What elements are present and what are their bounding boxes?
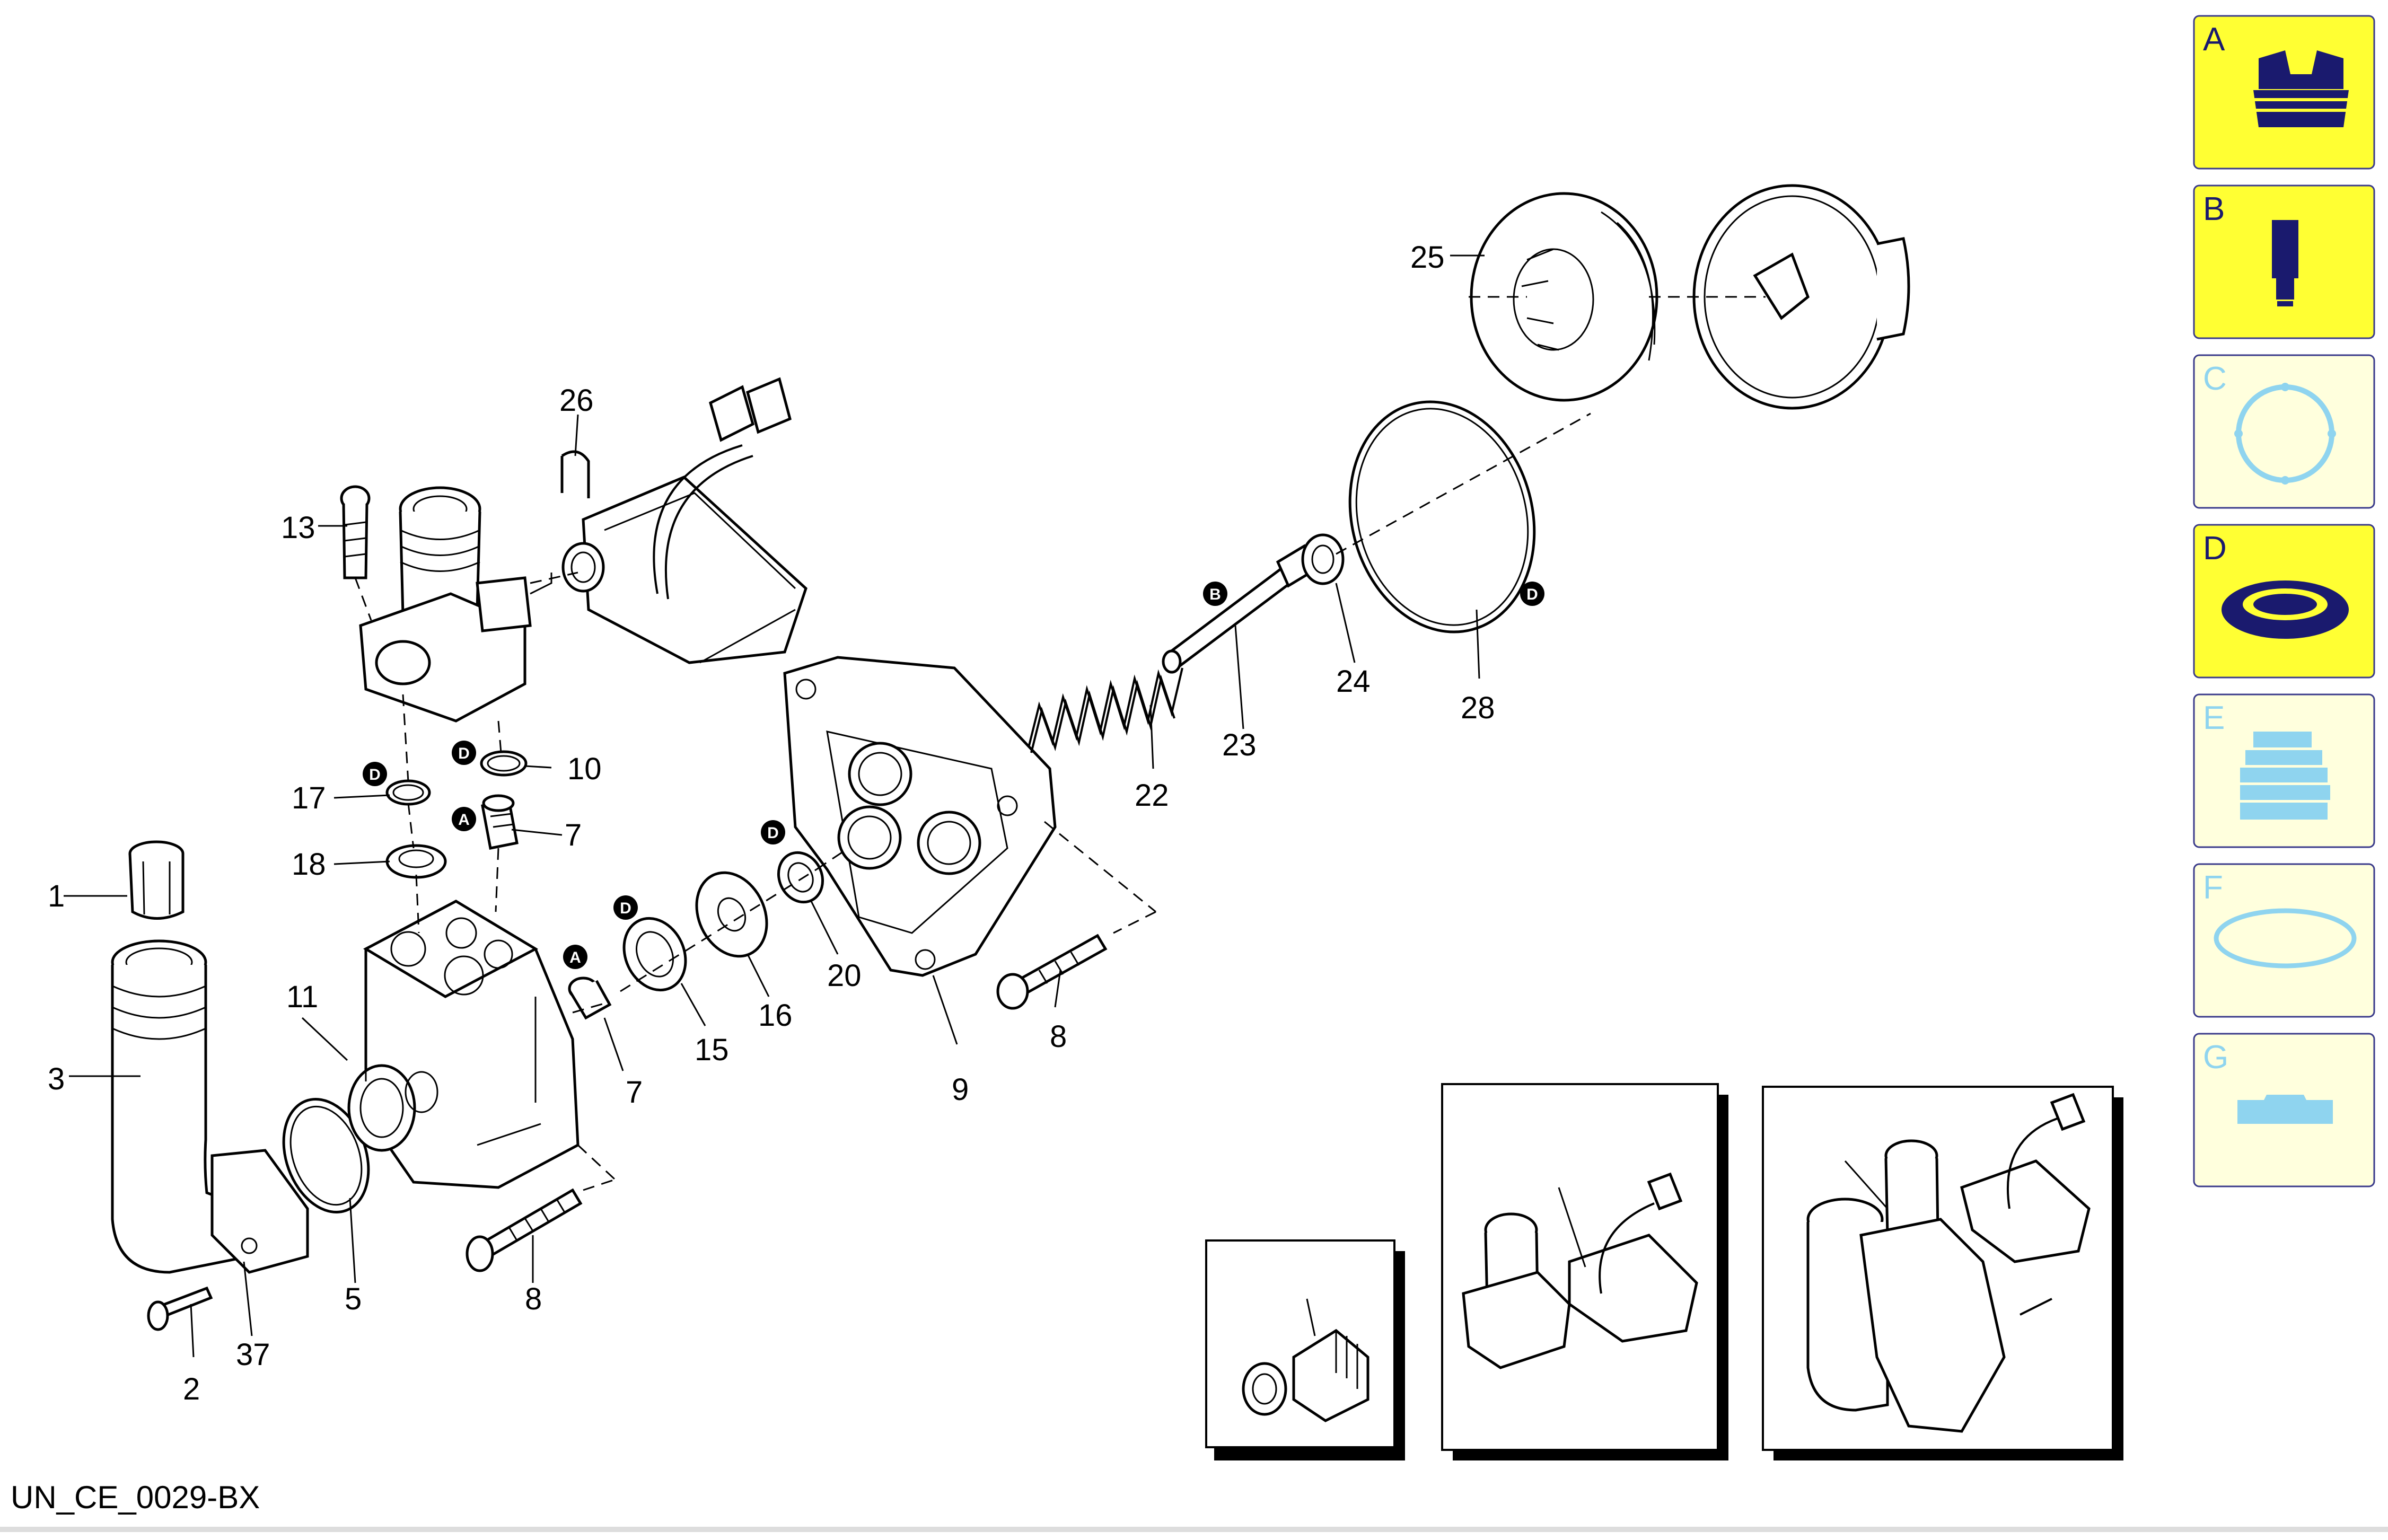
callout-15: 15 [695,1033,729,1067]
callout-5: 5 [345,1282,362,1316]
callout-2: 2 [183,1372,200,1406]
part-24-seal[interactable] [1301,533,1345,585]
callout-7-upper: 7 [565,818,582,852]
part-16-washer[interactable] [683,861,780,967]
pin-icon [2272,220,2298,306]
inset-14[interactable] [1441,1083,1728,1460]
part-22-spring[interactable] [1028,667,1183,753]
connector-icon [2253,50,2349,127]
callout-18: 18 [292,847,326,882]
callout-3: 3 [48,1062,65,1096]
svg-text:C: C [2203,360,2227,397]
svg-text:D: D [369,766,381,784]
svg-text:D: D [1526,586,1538,603]
kit-marker-a-lower: A [563,945,587,969]
part-13-bolt[interactable] [340,485,371,579]
kit-marker-a-upper: A [452,807,476,831]
block-icon [2237,1095,2333,1124]
part-3-elbow-pipe[interactable] [111,939,309,1274]
callout-11: 11 [286,980,318,1014]
part-17-o-ring[interactable] [385,779,431,806]
part-10-o-ring[interactable] [480,750,528,777]
part-1-strainer[interactable] [128,840,185,920]
callout-7-lower: 7 [626,1075,643,1110]
kit-button-e[interactable]: E [2193,693,2375,848]
part-2-bolt[interactable] [147,1286,213,1331]
inset-33[interactable] [1762,1086,2123,1460]
assembly-guide-lines [354,296,1766,1191]
part-pump-body[interactable] [347,900,580,1189]
callout-16: 16 [758,998,793,1033]
part-housing-upper[interactable] [359,486,552,723]
seal-ring-icon [2222,580,2349,639]
svg-text:B: B [2203,191,2225,227]
callout-10: 10 [567,752,602,786]
part-26-clip[interactable] [560,450,590,498]
kit-markers: A A B D D D D D [363,582,1544,969]
kit-button-c[interactable]: C [2193,354,2375,509]
gasket-icon [2214,908,2357,969]
kit-button-d[interactable]: D [2193,524,2375,679]
part-18-seal[interactable] [385,844,447,879]
bellows-icon [2240,732,2330,820]
kit-marker-d-28: D [1520,582,1544,606]
svg-text:B: B [1209,586,1221,603]
callout-23: 23 [1222,728,1257,762]
svg-text:E: E [2203,700,2225,736]
callout-13: 13 [281,511,315,545]
svg-text:D: D [458,745,470,762]
kit-button-g[interactable]: G [2193,1033,2375,1187]
kit-marker-b: B [1203,582,1227,606]
part-5-o-ring[interactable] [269,1087,383,1224]
kit-marker-d-15: D [613,895,638,920]
svg-text:D: D [767,824,779,842]
leader-lines [64,254,1485,1358]
svg-text:A: A [2203,21,2225,58]
part-28-o-ring[interactable] [1325,381,1559,653]
svg-text:D: D [620,900,631,917]
callout-25: 25 [1410,240,1445,275]
part-8-bolt-upper[interactable] [996,934,1108,1010]
kit-marker-d-17: D [363,762,387,786]
svg-text:A: A [569,949,581,966]
part-23-piston[interactable] [1162,544,1317,674]
callout-20: 20 [827,958,862,993]
callout-24: 24 [1336,664,1371,699]
svg-text:D: D [2203,530,2227,567]
part-15-seal[interactable] [613,908,697,1000]
callout-28: 28 [1461,691,1495,725]
svg-text:G: G [2203,1039,2228,1076]
kit-button-f[interactable]: F [2193,863,2375,1018]
inset-30[interactable] [1205,1239,1405,1460]
footer-divider [0,1527,2388,1532]
document-code: UN_CE_0029-BX [11,1480,260,1515]
callout-22: 22 [1135,778,1169,813]
kit-selector-panel: A B C [2193,15,2375,1187]
kit-button-b[interactable]: B [2193,184,2375,339]
part-8-bolt-lower[interactable] [466,1188,583,1272]
part-9-cylinder-head[interactable] [783,656,1057,977]
svg-text:F: F [2203,869,2223,906]
part-7-valve-lower[interactable] [568,976,612,1020]
callout-1: 1 [48,879,65,913]
callout-26: 26 [559,383,594,418]
callout-37: 37 [236,1337,270,1372]
callout-8-upper: 8 [1050,1019,1067,1054]
svg-text:A: A [458,811,470,829]
part-20-seal[interactable] [770,846,830,910]
kit-marker-d-10: D [452,741,476,765]
callout-9: 9 [952,1072,969,1107]
callout-8-lower: 8 [525,1282,542,1316]
part-pressure-switch[interactable] [561,377,807,664]
part-7-valve-upper[interactable] [481,794,519,850]
part-motor-cover[interactable] [1692,184,1910,410]
kit-marker-d-20: D [761,820,785,844]
o-ring-icon [2234,383,2336,485]
callout-17: 17 [292,781,326,815]
kit-button-a[interactable]: A [2193,15,2375,170]
